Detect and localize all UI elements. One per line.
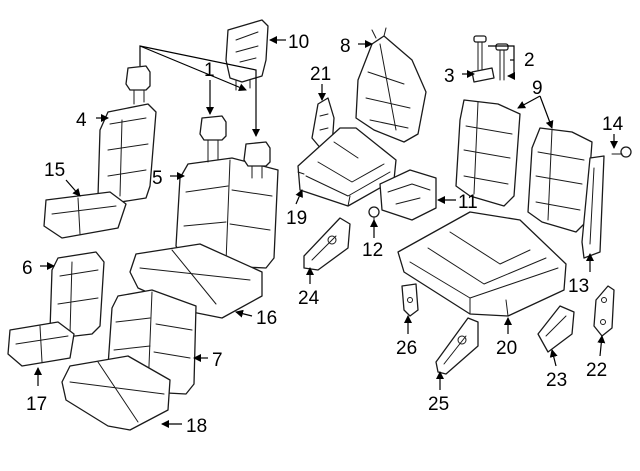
callout-21: 21 [310, 64, 331, 85]
callout-5: 5 [152, 168, 163, 189]
callout-12: 12 [362, 240, 383, 261]
callout-labels: 10 1 4 5 15 6 16 7 17 18 8 21 19 11 12 2… [22, 32, 624, 437]
part-4-headrest [125, 65, 151, 105]
callout-1: 1 [204, 60, 215, 81]
callout-26: 26 [396, 338, 417, 359]
part-20-cushion-frame [397, 211, 567, 317]
callout-19: 19 [286, 208, 307, 229]
part-18-seat-cushion [61, 355, 171, 431]
callout-20: 20 [496, 338, 517, 359]
part-15-seat-cushion [43, 191, 127, 239]
callout-15: 15 [44, 160, 65, 181]
part-9-seat-back-frame-left [455, 99, 521, 207]
callout-4: 4 [76, 110, 87, 131]
callout-7: 7 [212, 350, 223, 371]
part-6-seat-back [49, 251, 105, 339]
callout-17: 17 [26, 394, 47, 415]
callout-16: 16 [256, 308, 277, 329]
callout-9: 9 [532, 78, 543, 99]
leader-lines [34, 36, 618, 428]
part-23-cover-plate [537, 305, 575, 353]
part-8-seat-back-frame [355, 27, 427, 143]
callout-8: 8 [340, 36, 351, 57]
part-3-clip [471, 67, 495, 83]
part-16-seat-cushion [129, 243, 263, 319]
callout-11: 11 [458, 192, 478, 213]
callout-25: 25 [428, 394, 449, 415]
callout-3: 3 [444, 66, 455, 87]
part-19-cushion-frame [297, 127, 397, 207]
part-11-storage-tray [379, 169, 437, 221]
callout-23: 23 [546, 370, 567, 391]
callout-18: 18 [186, 416, 207, 437]
part-5-headrest-right [243, 141, 271, 179]
part-2-bolt-left [473, 35, 487, 71]
callout-10: 10 [288, 32, 309, 53]
callout-13: 13 [568, 276, 589, 297]
part-26-bracket [401, 283, 419, 317]
part-24-bracket [303, 217, 351, 271]
part-12-push-pin [368, 206, 380, 229]
callout-2: 2 [524, 50, 535, 71]
part-10-headrest-frame [225, 19, 269, 91]
part-5-headrest-left [199, 115, 227, 163]
part-25-bracket [435, 317, 479, 375]
part-2-bolt-right [495, 43, 509, 81]
part-9-seat-back-frame-right [527, 127, 593, 233]
part-17-seat-cushion [7, 321, 75, 367]
part-22-bracket [593, 285, 615, 337]
callout-6: 6 [22, 258, 33, 279]
callout-14: 14 [602, 114, 624, 135]
part-4-seat-back [97, 103, 157, 205]
callout-24: 24 [298, 288, 320, 309]
part-14-pin [611, 146, 632, 158]
callout-22: 22 [586, 360, 607, 381]
